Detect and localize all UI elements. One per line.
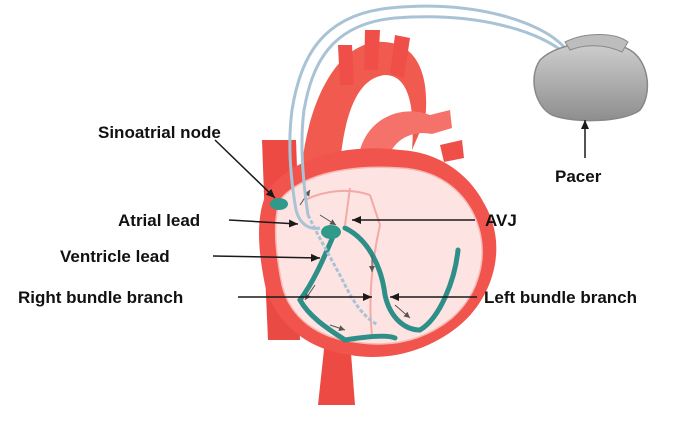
lead-wire-inner	[300, 15, 570, 216]
aortic-branch-2	[364, 30, 380, 70]
av-node-shape	[321, 225, 341, 239]
label-avj: AVJ	[485, 211, 517, 230]
label-sinoatrial-node: Sinoatrial node	[98, 123, 221, 142]
label-pacer: Pacer	[555, 167, 602, 186]
conduction-system	[270, 189, 461, 343]
pointer-atrial-lead	[228, 219, 299, 228]
label-atrial-lead: Atrial lead	[118, 211, 200, 230]
pacer-body	[533, 41, 649, 122]
label-right-bundle-branch: Right bundle branch	[18, 288, 183, 307]
conduction-arrow-5	[319, 214, 337, 226]
left-bundle-branch-path	[342, 225, 461, 333]
pacer-header	[564, 34, 629, 53]
lead-wire-outer	[288, 4, 567, 211]
atrial-lead-wire	[294, 209, 321, 230]
labels: Sinoatrial node Atrial lead Ventricle le…	[18, 123, 637, 307]
pacer-device	[533, 34, 649, 122]
heart-illustration	[259, 30, 497, 405]
pacemaker-leads	[288, 4, 570, 327]
inferior-vessel	[318, 340, 355, 405]
right-bundle-branch-path	[297, 229, 398, 343]
heart-chambers	[274, 166, 483, 345]
pointer-sinoatrial-node	[214, 139, 276, 199]
sinoatrial-node-shape	[270, 198, 288, 210]
septum	[369, 224, 381, 336]
label-left-bundle-branch: Left bundle branch	[484, 288, 637, 307]
label-ventricle-lead: Ventricle lead	[60, 247, 170, 266]
right-vessel-stub	[440, 140, 464, 162]
conduction-arrow-2	[329, 324, 346, 331]
conduction-arrow-4	[394, 304, 411, 319]
pointer-lines	[212, 120, 589, 301]
aortic-branch-1	[338, 45, 354, 85]
pointer-ventricle-lead	[212, 253, 321, 262]
ventricle-lead-wire	[306, 214, 379, 327]
aortic-branch-3	[390, 35, 410, 78]
